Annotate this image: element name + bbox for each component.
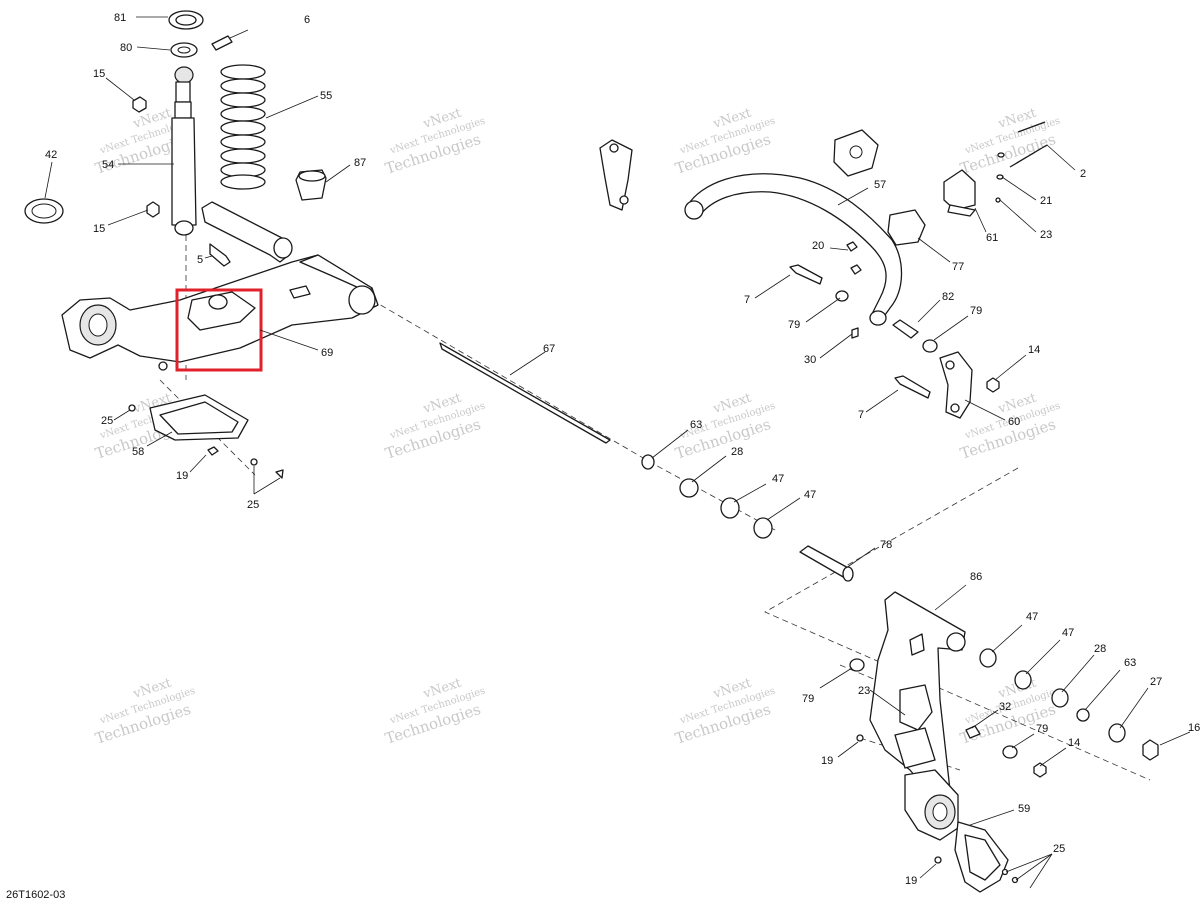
callout-25: 25 xyxy=(101,415,113,427)
watermark-6: vNext vNext Technologies Technologies xyxy=(383,390,487,462)
callout-63: 63 xyxy=(690,419,702,431)
callout-5: 5 xyxy=(197,254,203,266)
callout-16: 16 xyxy=(1188,722,1200,734)
trailing-arm-right xyxy=(849,591,1159,893)
callout-19: 19 xyxy=(821,755,833,767)
callout-7: 7 xyxy=(858,409,864,421)
callout-67: 67 xyxy=(543,343,555,355)
callout-6: 6 xyxy=(304,14,310,26)
callout-42: 42 xyxy=(45,149,57,161)
callout-32: 32 xyxy=(999,701,1011,713)
callout-28: 28 xyxy=(731,446,743,458)
callout-82: 82 xyxy=(942,291,954,303)
callout-23: 23 xyxy=(1040,229,1052,241)
coil-spring xyxy=(220,64,266,190)
callout-19: 19 xyxy=(905,875,917,887)
callout-77: 77 xyxy=(952,261,964,273)
callout-20: 20 xyxy=(812,240,824,252)
skid-plate-front xyxy=(128,394,284,479)
callout-57: 57 xyxy=(874,179,886,191)
callout-25: 25 xyxy=(1053,843,1065,855)
callout-47: 47 xyxy=(1026,611,1038,623)
diagram-code: 26T1602-03 xyxy=(6,889,65,901)
callout-47: 47 xyxy=(804,489,816,501)
callout-47: 47 xyxy=(1062,627,1074,639)
callouts: 81 6 80 15 55 42 54 87 15 5 69 25 58 19 … xyxy=(45,12,1200,887)
callout-78: 78 xyxy=(880,539,892,551)
callout-80: 80 xyxy=(120,42,132,54)
callout-15: 15 xyxy=(93,68,105,80)
callout-47: 47 xyxy=(772,473,784,485)
callout-79: 79 xyxy=(1036,723,1048,735)
callout-58: 58 xyxy=(132,446,144,458)
callout-21: 21 xyxy=(1040,195,1052,207)
callout-25: 25 xyxy=(247,499,259,511)
shock-absorber-assembly xyxy=(24,10,327,267)
callout-14: 14 xyxy=(1028,344,1040,356)
callout-15: 15 xyxy=(93,223,105,235)
watermark-3: vNext vNext Technologies Technologies xyxy=(673,105,777,177)
callout-79: 79 xyxy=(970,305,982,317)
trailing-arm xyxy=(61,254,379,371)
watermark-2: vNext vNext Technologies Technologies xyxy=(383,105,487,177)
callout-87: 87 xyxy=(354,157,366,169)
callout-14: 14 xyxy=(1068,737,1080,749)
callout-19: 19 xyxy=(176,470,188,482)
callout-23: 23 xyxy=(858,685,870,697)
watermark-9: vNext vNext Technologies Technologies xyxy=(93,675,197,747)
callout-55: 55 xyxy=(320,90,332,102)
watermark-4: vNext vNext Technologies Technologies xyxy=(958,105,1062,177)
callout-86: 86 xyxy=(970,571,982,583)
callout-54: 54 xyxy=(102,159,114,171)
anti-roll-bar-assembly xyxy=(599,121,1048,419)
callout-79: 79 xyxy=(788,319,800,331)
callout-79: 79 xyxy=(802,693,814,705)
callout-69: 69 xyxy=(321,347,333,359)
watermark-10: vNext vNext Technologies Technologies xyxy=(383,675,487,747)
callout-81: 81 xyxy=(114,12,126,24)
callout-30: 30 xyxy=(804,354,816,366)
callout-28: 28 xyxy=(1094,643,1106,655)
leader-lines xyxy=(44,16,1191,889)
callout-59: 59 xyxy=(1018,803,1030,815)
callout-7: 7 xyxy=(744,294,750,306)
watermark-7: vNext vNext Technologies Technologies xyxy=(673,390,777,462)
callout-2: 2 xyxy=(1080,168,1086,180)
callout-61: 61 xyxy=(986,232,998,244)
watermark-11: vNext vNext Technologies Technologies xyxy=(673,675,777,747)
callout-60: 60 xyxy=(1008,416,1020,428)
callout-27: 27 xyxy=(1150,676,1162,688)
callout-63: 63 xyxy=(1124,657,1136,669)
pivot-shaft xyxy=(439,342,854,582)
